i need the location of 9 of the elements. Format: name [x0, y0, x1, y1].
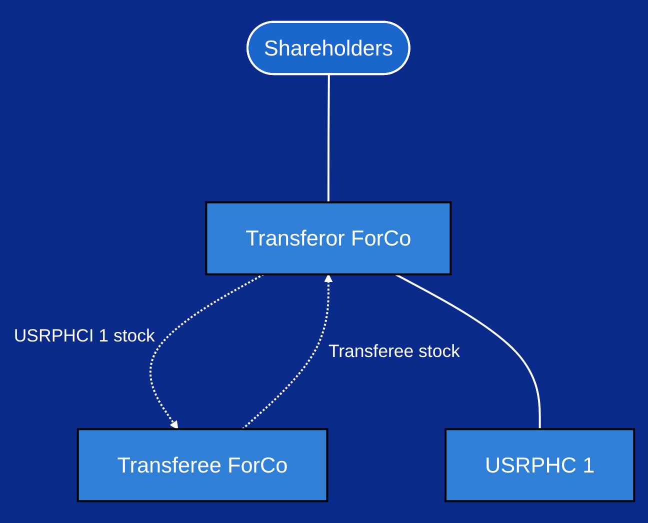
- arrow: [150, 273, 264, 430]
- node-box: Transferor ForCo: [205, 201, 452, 276]
- node-box: USRPHC 1: [444, 428, 636, 502]
- edge-label: USRPHCI 1 stock: [14, 326, 155, 346]
- connector: [395, 273, 541, 430]
- connector: [327, 74, 330, 202]
- node-box: Transferee ForCo: [76, 428, 328, 502]
- edge-label: Transferee stock: [328, 341, 460, 362]
- arrow: [242, 274, 333, 430]
